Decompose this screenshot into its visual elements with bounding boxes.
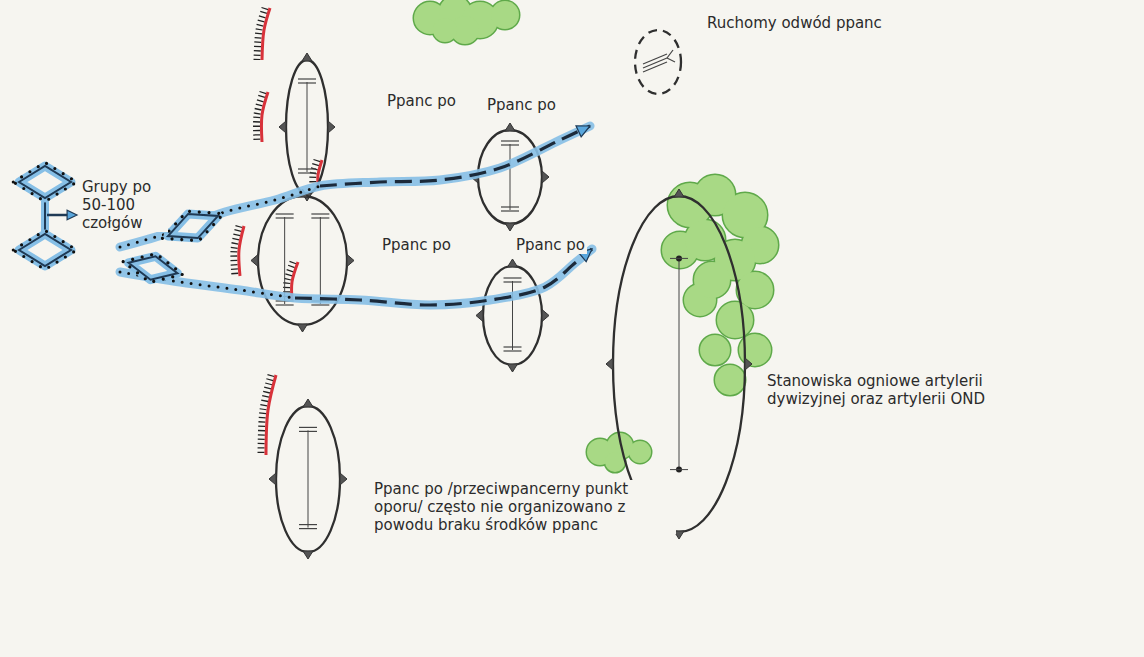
strongpoint-label: Ppanc po: [485, 96, 558, 114]
strongpoint-label: Ruchomy odwód ppanc: [705, 14, 884, 32]
advance-arrow: [47, 214, 68, 217]
bush: [414, 0, 519, 44]
strongpoint: Ruchomy odwód ppanc: [627, 22, 689, 102]
tank-group: [13, 162, 76, 201]
arrowhead: [67, 210, 77, 220]
obstacle-line: [257, 92, 268, 142]
tank-group: [13, 230, 76, 269]
strongpoint: Ppanc po: [278, 52, 336, 202]
arrowhead: [578, 249, 592, 262]
strongpoint-label: Stanowiska ogniowe artylerii dywizyjnej …: [765, 372, 1029, 408]
obstacle-line: [261, 375, 276, 455]
strongpoint-outline: [475, 258, 550, 373]
strongpoint-label: Ppanc po /przeciwpancerny punkt oporu/ c…: [372, 480, 676, 534]
strongpoint-outline: [268, 398, 348, 560]
tank-group: [120, 247, 186, 288]
obstacle-line: [234, 226, 244, 276]
arrowhead: [576, 126, 590, 137]
strongpoint-outline: [627, 22, 689, 102]
obstacle-line: [257, 8, 270, 60]
strongpoint-label: Ppanc po: [380, 236, 453, 254]
strongpoint-label: Ppanc po: [514, 236, 587, 254]
tank-route: [120, 249, 592, 305]
strongpoint-label: Ppanc po: [385, 92, 458, 110]
strongpoint: Ppanc po: [250, 188, 355, 333]
strongpoint: Ppanc po /przeciwpancerny punkt oporu/ c…: [268, 398, 348, 560]
strongpoint-outline: [278, 52, 336, 202]
strongpoint-outline: [250, 188, 355, 333]
strongpoint: Ppanc po: [475, 258, 550, 373]
tank-group-label: Grupy po 50-100 czołgów: [80, 178, 168, 232]
